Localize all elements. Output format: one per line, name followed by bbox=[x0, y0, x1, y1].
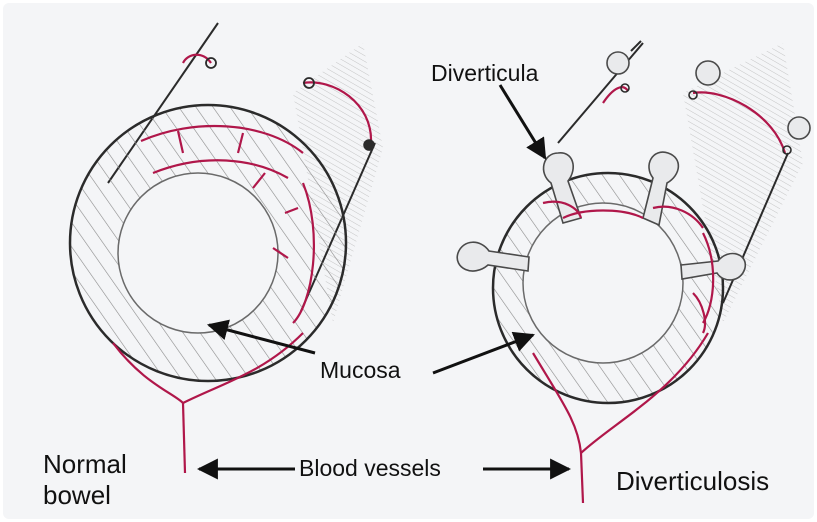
diverticulosis-lumen bbox=[523, 203, 683, 363]
bowel-diagram bbox=[3, 3, 814, 519]
normal-label-line2: bowel bbox=[43, 480, 111, 510]
diverticula-label: Diverticula bbox=[431, 59, 538, 87]
mucosa-label: Mucosa bbox=[320, 356, 401, 384]
normal-label-line1: Normal bbox=[43, 449, 127, 479]
diagram-panel: Diverticula Mucosa Blood vessels Normal … bbox=[3, 3, 814, 519]
diverticulosis-tube-left-edge bbox=[558, 43, 643, 143]
normal-lumen bbox=[118, 173, 278, 333]
diverticula-arrow bbox=[500, 85, 545, 158]
normal-loop-edge bbox=[364, 140, 374, 150]
diverticulosis-drawing bbox=[457, 41, 810, 503]
diverticulosis-label: Diverticulosis bbox=[616, 466, 769, 496]
normal-bowel-drawing bbox=[70, 23, 383, 473]
blood-vessels-label: Blood vessels bbox=[299, 454, 441, 482]
